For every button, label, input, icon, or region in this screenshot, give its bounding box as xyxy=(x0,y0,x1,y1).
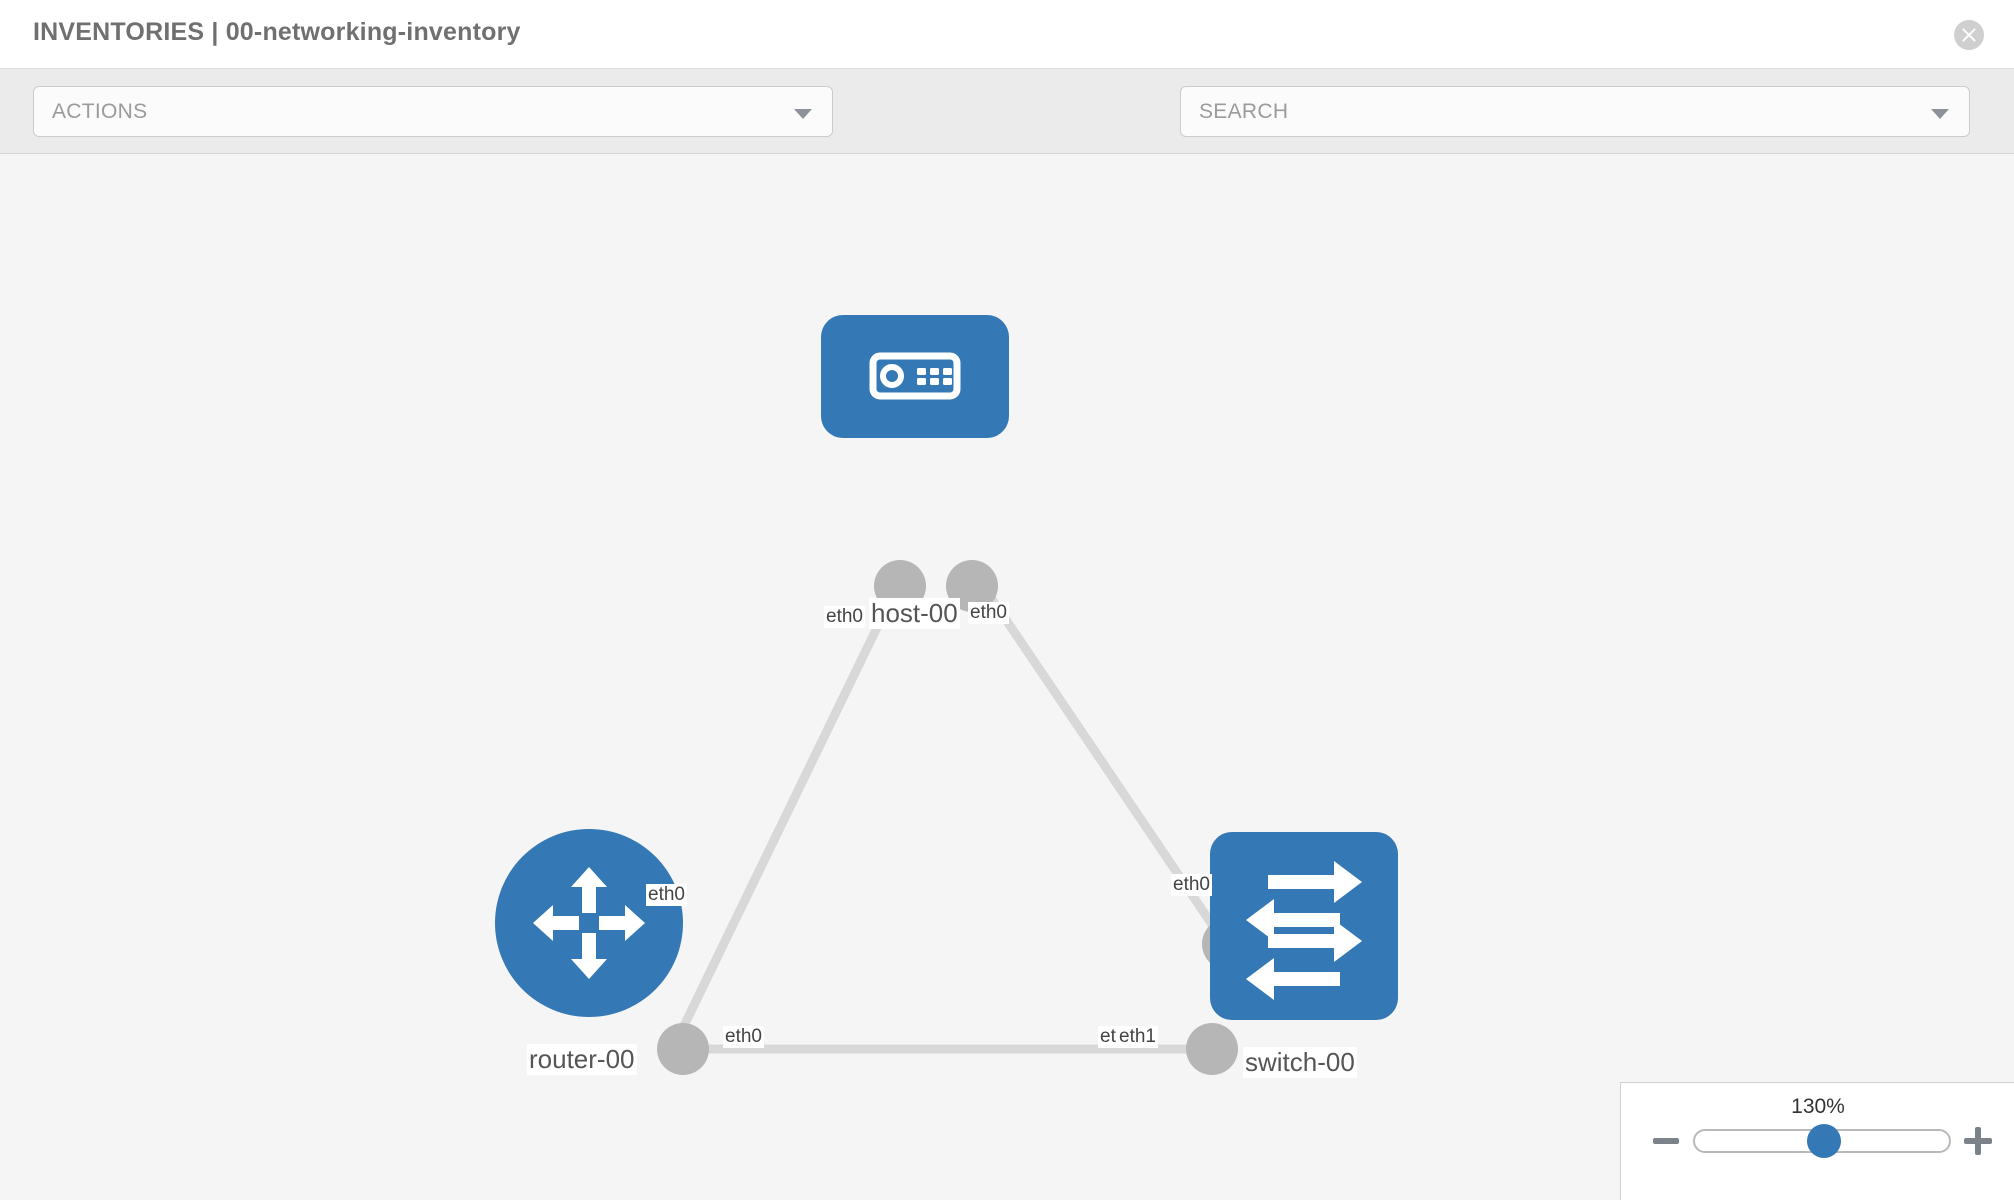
port-label-router00-eth0-up: eth0 xyxy=(646,884,687,906)
page-title: INVENTORIES | 00-networking-inventory xyxy=(33,18,521,46)
topology-canvas[interactable]: host-00 router-00 xyxy=(0,154,2014,1200)
port-switch00-eth1 xyxy=(1186,1023,1238,1075)
port-router00-eth0 xyxy=(657,1023,709,1075)
chevron-down-icon[interactable] xyxy=(1931,109,1949,119)
zoom-in-button[interactable] xyxy=(1964,1127,1992,1155)
close-icon[interactable] xyxy=(1954,20,1984,50)
node-switch-00-shape[interactable] xyxy=(1210,832,1398,1020)
node-switch-00[interactable]: switch-00 xyxy=(1210,832,1400,1082)
node-router-00-shape[interactable] xyxy=(495,829,683,1017)
edge-host00-switch00 xyxy=(971,571,1236,957)
router-arrows-icon xyxy=(533,867,645,979)
zoom-level-label: 130% xyxy=(1791,1095,1845,1118)
chevron-down-icon xyxy=(794,109,812,119)
port-label-switch00-eth1: eth1 xyxy=(1117,1026,1158,1048)
topology-edges xyxy=(657,560,1254,1075)
actions-dropdown[interactable]: ACTIONS xyxy=(33,86,833,137)
port-label-host00-eth0-right: eth0 xyxy=(968,602,1009,624)
zoom-slider-thumb[interactable] xyxy=(1807,1124,1841,1158)
page-header: INVENTORIES | 00-networking-inventory xyxy=(0,0,2014,69)
zoom-out-button[interactable] xyxy=(1653,1138,1679,1144)
node-router-00[interactable]: router-00 xyxy=(495,829,685,1079)
zoom-control-panel: 130% xyxy=(1620,1082,2014,1200)
switch-arrows-icon xyxy=(1246,861,1362,1000)
toolbar: ACTIONS SEARCH xyxy=(0,69,2014,195)
edge-host00-router00 xyxy=(675,572,908,1036)
search-input[interactable]: SEARCH xyxy=(1180,86,1970,137)
port-label-switch00-eth0-up: eth0 xyxy=(1171,874,1212,896)
actions-dropdown-label: ACTIONS xyxy=(52,100,148,123)
port-label-host00-eth0-left: eth0 xyxy=(824,606,865,628)
search-placeholder: SEARCH xyxy=(1199,100,1289,123)
node-router-00-label: router-00 xyxy=(527,1044,637,1075)
node-host-00-label: host-00 xyxy=(869,598,960,629)
server-icon xyxy=(869,352,961,400)
node-switch-00-label: switch-00 xyxy=(1243,1047,1357,1078)
node-host-00-shape[interactable] xyxy=(821,315,1009,438)
port-label-router00-eth0: eth0 xyxy=(723,1026,764,1048)
node-host-00[interactable]: host-00 xyxy=(821,315,1009,629)
